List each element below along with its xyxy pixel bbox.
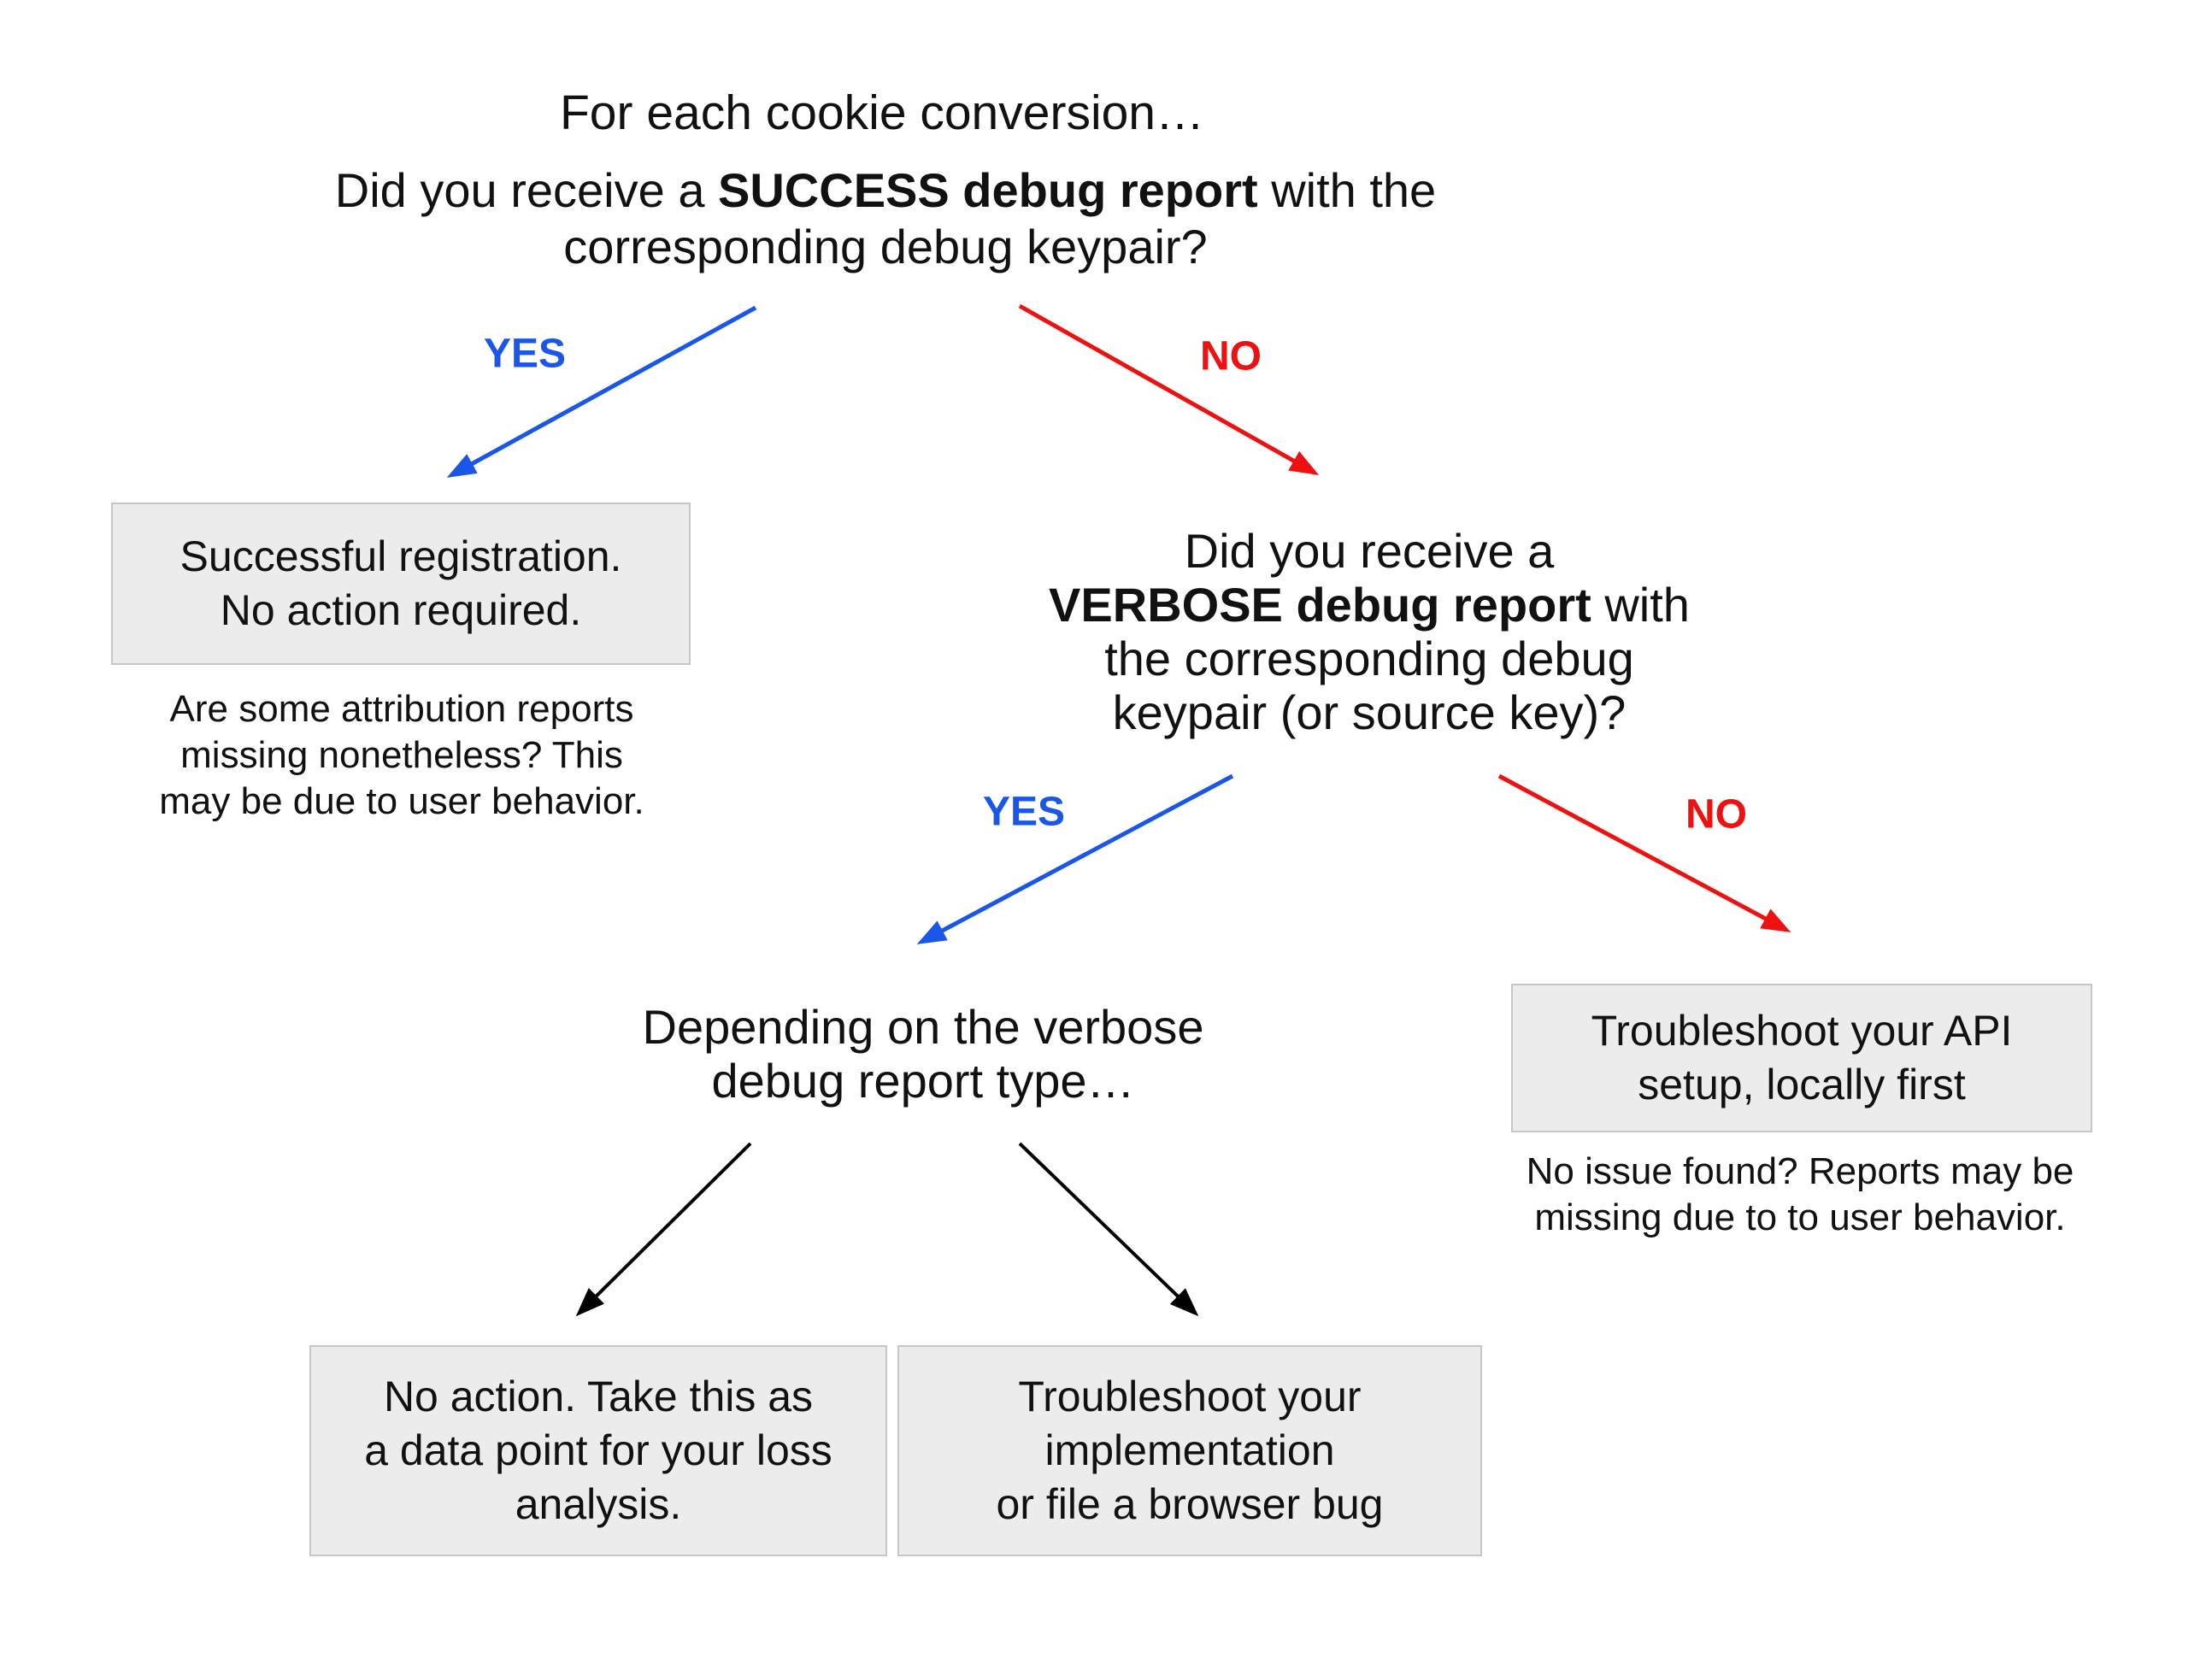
question-verbose-line2-post: with xyxy=(1591,578,1690,632)
question-success-line1-pre: Did you receive a xyxy=(334,163,719,217)
question-verbose-type-line2: debug report type… xyxy=(711,1054,1135,1108)
edge-label-q2-yes: YES xyxy=(982,789,1066,835)
node-troubleshoot-api: Troubleshoot your API setup, locally fir… xyxy=(1511,984,2092,1132)
node-no-action-line2: a data point for your loss xyxy=(364,1426,832,1474)
node-successful-registration-line1: Successful registration. xyxy=(179,532,622,580)
root-title: For each cookie conversion… xyxy=(559,85,1205,140)
node-no-action-loss-analysis: No action. Take this as a data point for… xyxy=(309,1345,887,1556)
question-verbose-line3: the corresponding debug xyxy=(1104,632,1634,685)
question-verbose-report: Did you receive a VERBOSE debug report w… xyxy=(1049,524,1690,739)
question-success-line2: corresponding debug keypair? xyxy=(563,220,1208,273)
question-verbose-line4: keypair (or source key)? xyxy=(1112,685,1627,739)
question-success-report: Did you receive a SUCCESS debug report w… xyxy=(335,162,1436,275)
node-troubleshoot-impl-line1: Troubleshoot your xyxy=(1018,1373,1362,1420)
node-troubleshoot-api-line2: setup, locally first xyxy=(1638,1061,1966,1108)
question-verbose-line2: VERBOSE debug report with xyxy=(1049,578,1690,632)
node-successful-registration-line2: No action required. xyxy=(220,586,582,634)
note-no-issue-line1: No issue found? Reports may be xyxy=(1526,1150,2074,1192)
note-no-issue-found: No issue found? Reports may be missing d… xyxy=(1527,1149,2074,1241)
question-verbose-line2-bold: VERBOSE debug report xyxy=(1049,578,1591,632)
node-troubleshoot-api-line1: Troubleshoot your API xyxy=(1591,1007,2013,1055)
node-troubleshoot-impl-line3: or file a browser bug xyxy=(996,1480,1384,1528)
node-no-action-line1: No action. Take this as xyxy=(383,1373,814,1420)
question-success-line1-post: with the xyxy=(1257,163,1437,217)
edge-label-q2-no: NO xyxy=(1685,791,1747,838)
note-attribution-line2: missing nonetheless? This xyxy=(180,734,623,776)
edge-label-q1-no: NO xyxy=(1200,333,1262,379)
edge-q2-yes-arrow xyxy=(916,773,1234,944)
note-attribution-line3: may be due to user behavior. xyxy=(159,780,644,822)
question-verbose-type: Depending on the verbose debug report ty… xyxy=(643,1000,1204,1108)
node-troubleshoot-impl-line2: implementation xyxy=(1044,1426,1335,1474)
note-attribution-line1: Are some attribution reports xyxy=(169,688,634,730)
question-success-line1: Did you receive a SUCCESS debug report w… xyxy=(335,162,1436,219)
node-troubleshoot-implementation: Troubleshoot your implementation or file… xyxy=(897,1345,1482,1556)
node-no-action-line3: analysis. xyxy=(515,1480,682,1528)
edge-label-q1-yes: YES xyxy=(483,331,567,377)
edge-q3-right-arrow xyxy=(1018,1142,1199,1317)
node-successful-registration: Successful registration. No action requi… xyxy=(111,503,691,665)
question-verbose-type-line1: Depending on the verbose xyxy=(642,1000,1204,1054)
question-verbose-line1: Did you receive a xyxy=(1184,524,1555,578)
note-no-issue-line2: missing due to to user behavior. xyxy=(1534,1196,2066,1238)
edge-q1-no-arrow xyxy=(1018,303,1320,475)
note-attribution-reports: Are some attribution reports missing non… xyxy=(159,686,644,825)
edge-q3-left-arrow xyxy=(575,1142,752,1317)
question-success-line1-bold: SUCCESS debug report xyxy=(718,163,1258,217)
